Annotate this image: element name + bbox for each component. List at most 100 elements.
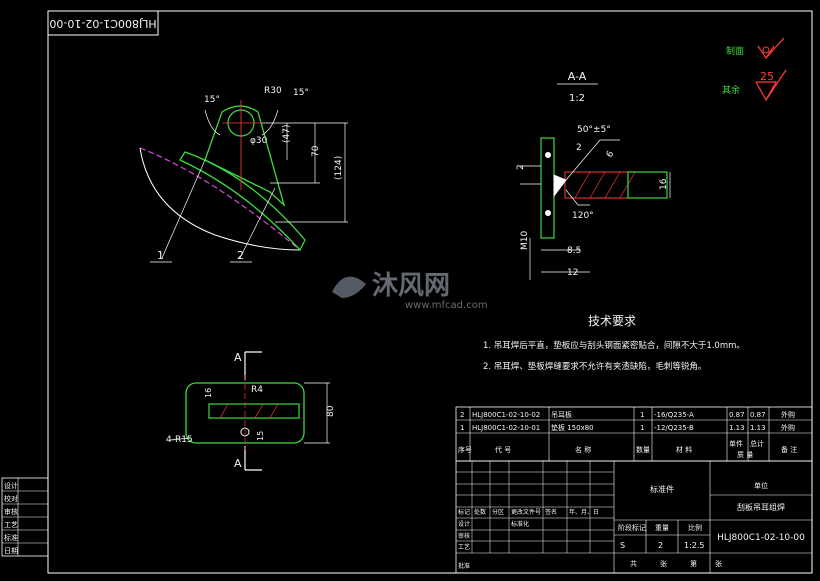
- title-small-label-2: 处数: [474, 508, 486, 516]
- dim-70-label: 70: [311, 145, 321, 157]
- stage-value-weight: 2: [658, 541, 663, 550]
- drawing-number-rotated: HLJ800C1-02-10-00: [49, 17, 156, 30]
- bom-cell-r2-c8: 外购: [781, 423, 795, 432]
- plan-view: A A 16 R4 15 4-R15 80: [166, 351, 336, 471]
- weld-leader-top: [565, 139, 620, 181]
- roughness-legend: 制面 其余 25: [722, 37, 787, 102]
- title-company: 单位: [754, 481, 768, 490]
- bom-cell-r2-c4: 1: [640, 424, 644, 432]
- title-small-label-11: 批准: [458, 562, 470, 570]
- plan-lug: [208, 403, 300, 419]
- sheet-label-2: 张: [660, 559, 667, 568]
- plan-dim-4r15: 4-R15: [166, 435, 193, 445]
- bom-header-code: 代 号: [495, 445, 511, 454]
- weld-leader-bot: [565, 189, 590, 206]
- bom-cell-r1-c1: 2: [460, 411, 464, 419]
- roughness-circle-icon: [762, 46, 770, 54]
- plan-section-marker-bot: A: [234, 457, 242, 470]
- bom-header-total: 总计: [750, 439, 764, 448]
- title-small-label-9: 审核: [458, 532, 470, 540]
- bom-cell-r1-c5: -16/Q235-A: [654, 411, 694, 419]
- stage-value-scale: 1:2.5: [684, 541, 705, 550]
- plan-section-marker-top: A: [234, 351, 242, 364]
- stage-header-mark: 阶段标记: [618, 523, 646, 532]
- title-material-cell: 标准件: [650, 484, 674, 494]
- watermark-logo-icon: [332, 276, 366, 298]
- stage-header-weight: 重量: [655, 524, 669, 532]
- roughness-symbol-2: [755, 69, 787, 102]
- bom-cell-r1-c3: 吊耳板: [551, 410, 572, 419]
- bom-cell-r2-c1: 1: [460, 424, 464, 432]
- sign-label-3: 审核: [4, 507, 18, 516]
- dim-6: 6: [605, 149, 617, 159]
- balloon-1: 1: [157, 249, 164, 262]
- plan-dim-r4: R4: [251, 385, 263, 395]
- bom-header-remark: 备 注: [781, 445, 797, 454]
- roughness-label-1: 制面: [726, 45, 744, 57]
- sign-label-4: 工艺: [4, 521, 18, 529]
- weld-dot-top: [545, 152, 551, 158]
- bom-cell-r2-c2: HLJ800C1-02-10-01: [472, 424, 540, 432]
- weld-fill: [553, 174, 567, 198]
- plan-hole: [240, 427, 250, 437]
- sheet-border: [47, 10, 813, 574]
- title-small-label-5: 签名: [545, 508, 557, 516]
- tech-item-2: 2. 吊耳焊、垫板焊缝要求不允许有夹渣缺陷，毛刺等锐角。: [483, 361, 706, 372]
- title-small-label-8: 标准化: [511, 520, 529, 528]
- weld-dot-bot: [545, 210, 551, 216]
- bom-cell-r2-c7: 1.13: [750, 424, 766, 432]
- angle-arc-left: [204, 109, 221, 136]
- title-part-name: 刮板吊耳组焊: [737, 502, 785, 512]
- roughness-symbol-1: [757, 37, 785, 60]
- sheet-label-4: 张: [715, 559, 722, 568]
- dim-angle-left: 15°: [204, 95, 220, 105]
- title-small-label-3: 分区: [492, 508, 504, 516]
- dim-47-label: (47): [282, 125, 292, 143]
- bom-cell-r1-c2: HLJ800C1-02-10-02: [472, 411, 540, 419]
- bom-header-qty: 数量: [636, 445, 650, 454]
- dim-12: 12: [567, 268, 578, 278]
- tech-title: 技术要求: [588, 314, 636, 328]
- bom-cell-r1-c6: 0.87: [729, 411, 745, 419]
- dim-2-b: 2: [516, 164, 526, 170]
- dim-r30: R30: [264, 86, 282, 96]
- dim-50deg: 50°±5°: [577, 125, 611, 135]
- bom-header-material: 材 料: [676, 445, 692, 454]
- title-small-label-4: 更改文件号: [511, 508, 541, 516]
- arc-plate-green: [179, 151, 306, 252]
- title-code: HLJ800C1-02-10-00: [717, 533, 805, 543]
- bom-header-weight: 质 量: [737, 450, 753, 459]
- title-small-label-6: 年、月、日: [569, 508, 599, 516]
- watermark: 沐风网 www.mfcad.com: [332, 271, 488, 311]
- dim-phi30: φ30: [250, 136, 268, 146]
- tech-requirements: 技术要求 1. 吊耳焊后平直，垫板应与刮头钢面紧密贴合，间隙不大于1.0mm。 …: [483, 314, 745, 372]
- plan-dim-15: 15: [256, 431, 265, 441]
- dim-8-5: 8.5: [567, 246, 581, 256]
- bom-cell-r1-c8: 外购: [781, 410, 795, 419]
- bom-header-name: 名 称: [575, 445, 591, 454]
- dim-16-section: 16: [659, 178, 669, 190]
- plan-dim-16: 16: [204, 388, 213, 398]
- sheet-label-3: 第: [690, 559, 697, 568]
- arc-plate-body: [139, 147, 301, 251]
- leader-1: [161, 159, 206, 259]
- main-view: 15° R30 15° φ30 (47) 70 (124) 1 2: [139, 86, 348, 263]
- dim-m10: M10: [520, 231, 530, 250]
- bom-cell-r2-c3: 垫板 150x80: [551, 423, 594, 432]
- watermark-url: www.mfcad.com: [405, 300, 488, 311]
- section-title: A-A: [568, 70, 587, 83]
- title-small-label-10: 工艺: [458, 543, 470, 551]
- sign-label-1: 设计: [4, 481, 18, 490]
- section-lug-end: [627, 171, 668, 199]
- arc-plate-outer: [139, 147, 301, 251]
- dim-120deg: 120°: [572, 211, 594, 221]
- dim-124-label: (124): [334, 156, 344, 180]
- dim-2-a: 2: [576, 143, 582, 153]
- bom-cell-r1-c7: 0.87: [750, 411, 766, 419]
- bom-header-unit: 单件: [729, 439, 743, 448]
- tech-item-1: 1. 吊耳焊后平直，垫板应与刮头钢面紧密贴合，间隙不大于1.0mm。: [483, 340, 745, 351]
- dim-angle-right: 15°: [293, 88, 309, 98]
- leader-2: [239, 187, 276, 259]
- sheet-label-1: 共: [630, 559, 637, 568]
